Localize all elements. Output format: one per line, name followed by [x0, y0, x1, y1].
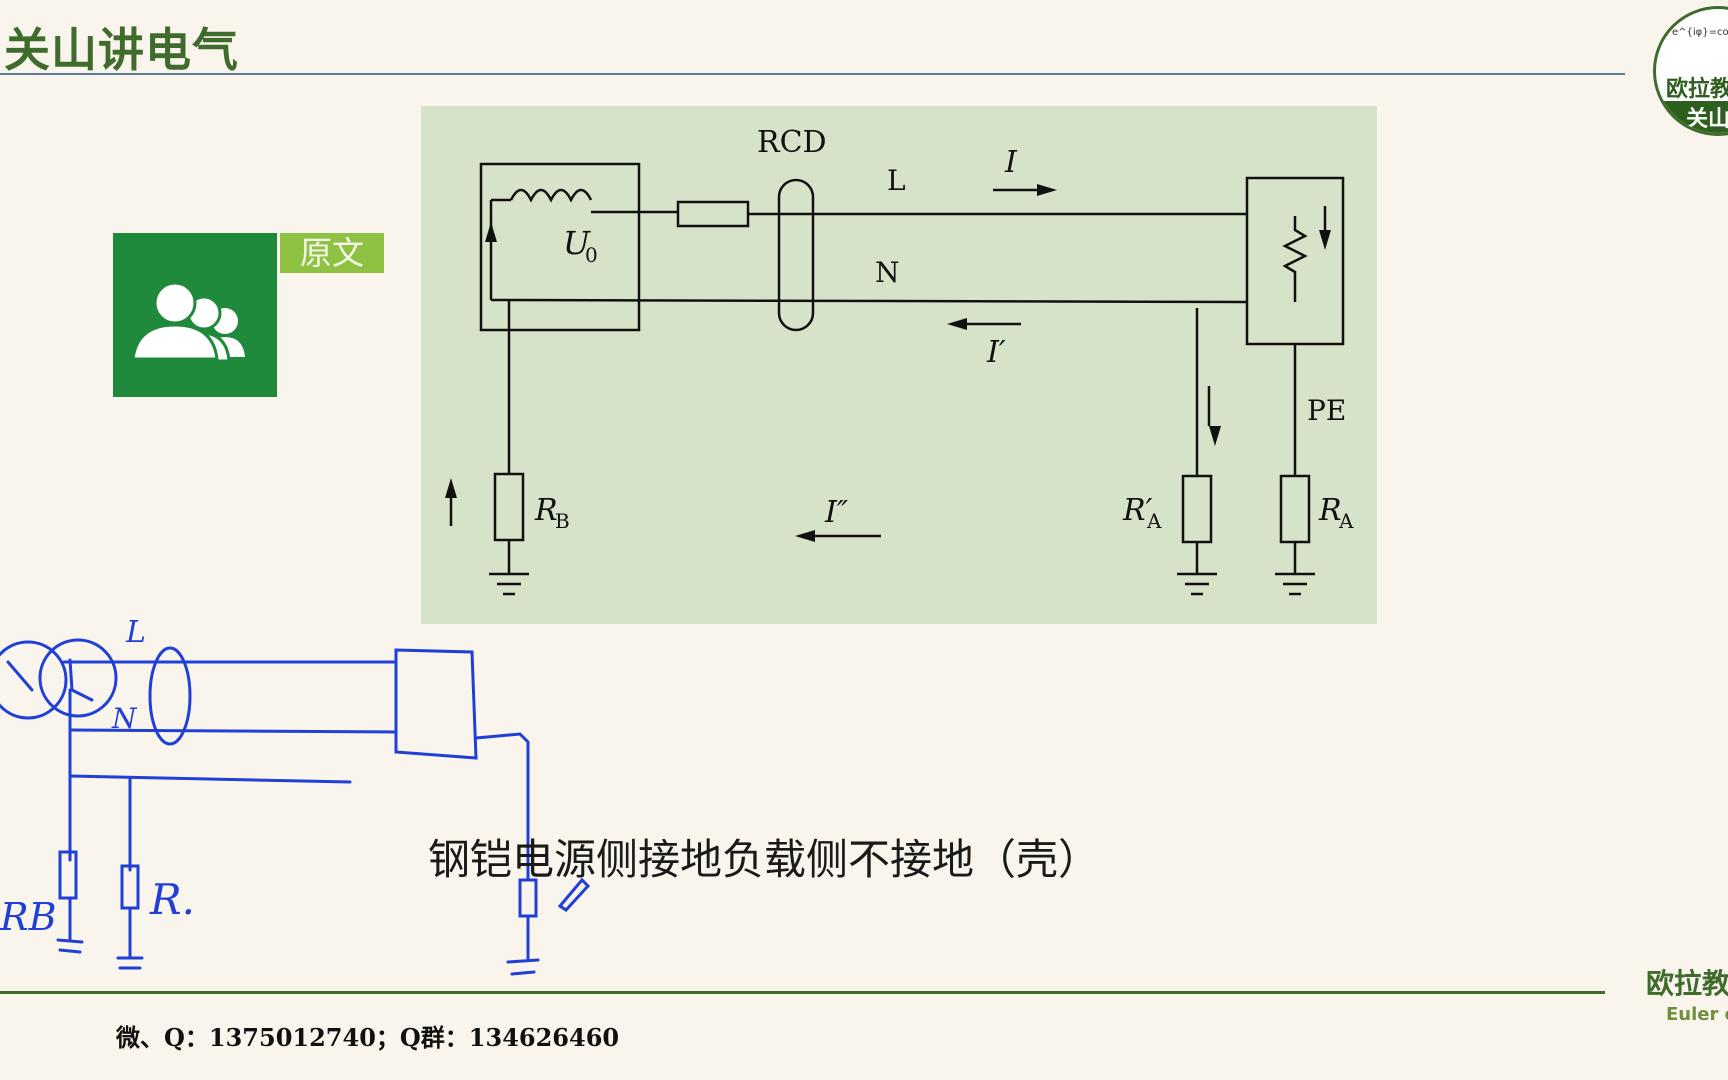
rb-sub: B — [555, 509, 570, 533]
circuit-diagram: RCD L N I I′ I″ U 0 PE R B R′ A R A — [421, 106, 1377, 624]
rcd-label: RCD — [757, 125, 827, 160]
logo-band-text: 关山 — [1686, 107, 1728, 132]
original-text-tag[interactable]: 原文 — [280, 233, 384, 273]
source-voltage-label: U — [563, 224, 591, 262]
header-divider — [0, 73, 1625, 75]
ra-sub: A — [1338, 509, 1354, 533]
rb-label: R — [534, 493, 558, 528]
annotation-n: N — [111, 702, 138, 735]
footer-brand: 欧拉教 — [1646, 967, 1728, 1000]
brand-title: 关山讲电气 — [4, 23, 239, 77]
annotation-l: L — [125, 615, 146, 650]
current-i-label: I — [1004, 145, 1018, 180]
euler-logo: e^{iφ}=cosφ+i 欧拉教 关山 — [1653, 6, 1728, 136]
ra-prime-label: R′ — [1122, 493, 1153, 528]
ra-label: R — [1318, 493, 1342, 528]
slide-caption: 钢铠电源侧接地负载侧不接地（壳） — [428, 835, 1101, 884]
current-i-dprime-label: I″ — [824, 495, 849, 530]
current-i-prime-label: I′ — [986, 335, 1006, 370]
source-voltage-sub: 0 — [585, 243, 598, 267]
line-l-label: L — [887, 164, 906, 197]
logo-name: 欧拉教 — [1666, 77, 1728, 102]
line-n-label: N — [875, 256, 900, 289]
logo-band: 关山 — [1656, 101, 1728, 133]
ra-prime-sub: A — [1146, 509, 1162, 533]
pe-label: PE — [1307, 394, 1346, 427]
footer-brand-sub: Euler e — [1666, 1004, 1728, 1025]
contact-info: 微、Q：1375012740；Q群：134626460 — [116, 1023, 620, 1052]
annotation-rb: RB — [0, 895, 57, 939]
users-icon — [113, 233, 277, 397]
logo-formula: e^{iφ}=cosφ+i — [1672, 27, 1728, 38]
footer-divider — [0, 991, 1605, 994]
annotation-r: R. — [149, 875, 195, 924]
